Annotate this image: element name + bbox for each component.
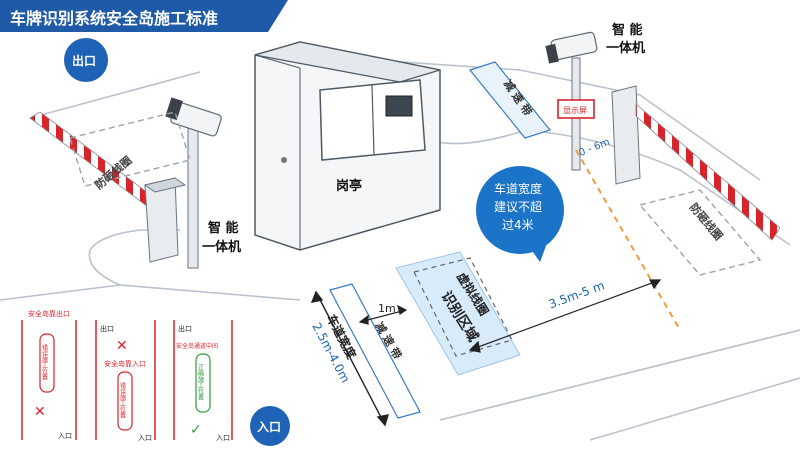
bubble-line-3: 过4米 [502,218,534,232]
legend-panel-1 [21,320,77,440]
legend1-bottom: 入口 [58,432,72,440]
booth-label: 岗亭 [336,178,362,194]
anti-smash-label-right: 防砸线圈 [687,200,726,243]
measure-1m [358,304,408,325]
legend1-text: 错误施工位置 [41,343,48,380]
anti-smash-coil-right [638,189,762,276]
legend2-bottom: 入口 [138,434,152,442]
legend1-mark: ✕ [34,404,46,420]
bubble-line-2: 建议不超 [494,199,542,214]
lane-width-bubble [476,166,564,262]
distance-1m-label: 1m [378,302,396,315]
legend2-top: 出口 [100,324,114,333]
legend3-mark: ✓ [190,422,202,438]
speed-bump-bottom [329,283,421,419]
exit-badge [64,38,108,82]
title-banner [0,0,288,32]
legend3-bottom: 入口 [216,434,230,442]
distance-06-label: 0 - 6m [577,137,611,159]
legend3-top: 出口 [178,324,192,333]
entrance-badge [250,406,290,446]
left-barrier-gate [29,111,187,263]
legend2-mid: 安全岛靠入口 [104,359,146,368]
right-camera-label-2: 一体机 [606,40,645,56]
legend-panel-3 [173,320,233,440]
exit-badge-label: 出口 [72,53,96,68]
booth [254,41,441,251]
measure-lane-width [310,290,390,427]
island-outline [0,54,800,441]
page-title: 车牌识别系统安全岛施工标准 [10,9,219,28]
legend1-top: 安全岛靠出口 [28,309,70,318]
left-camera-label-2: 一体机 [202,239,241,255]
right-camera [545,31,598,171]
bubble-line-1: 车道宽度 [494,181,542,196]
display-label: 显示屏 [563,106,587,115]
legend-panel-2 [95,320,156,440]
left-camera-label-1: 智 能 [208,220,239,236]
distance-35-label: 3.5m-5 m [547,278,607,311]
right-camera-label-1: 智 能 [612,22,643,38]
legend3-mid: 安全岛通道中间 [176,342,218,350]
recognition-area [395,251,521,376]
legend2-text: 错误施工位置 [119,381,126,418]
measure-35 [468,279,662,353]
left-camera [165,97,222,269]
entrance-badge-label: 入口 [257,420,281,434]
legend2-mark: ✕ [116,338,128,354]
orange-guide-line [575,149,681,331]
right-barrier-gate [611,85,781,241]
anti-smash-coil-left [69,111,191,187]
speed-bump-top [468,61,552,139]
legend3-text: 正确施工位置 [197,364,204,400]
